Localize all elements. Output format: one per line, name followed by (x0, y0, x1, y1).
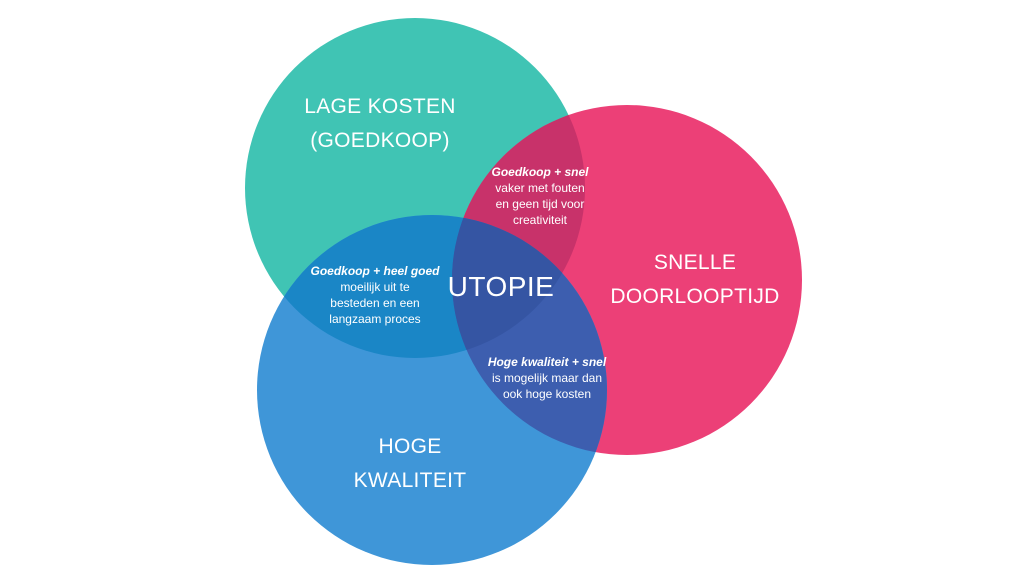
label-cost-line1: LAGE KOSTEN (304, 95, 456, 118)
label-cost-line2: (GOEDKOOP) (310, 129, 450, 152)
label-quality: HOGE KWALITEIT (354, 430, 467, 498)
label-quality-line2: KWALITEIT (353, 469, 467, 492)
label-quality-line1: HOGE (378, 435, 442, 458)
label-quality-speed-line2: ook hoge kosten (502, 387, 592, 401)
label-cost: LAGE KOSTEN (GOEDKOOP) (304, 90, 456, 158)
label-speed-line1: SNELLE (653, 251, 737, 274)
label-quality-speed: Hoge kwaliteit + snel is mogelijk maar d… (488, 354, 606, 402)
label-cost-speed-line2: en geen tijd voor (495, 197, 585, 211)
overlap-cost-speed (452, 105, 585, 358)
label-utopia: UTOPIE (447, 271, 555, 302)
label-cost-speed-line3: creativiteit (512, 213, 568, 227)
label-cost-quality-line3: langzaam proces (329, 312, 421, 326)
label-speed: SNELLE DOORLOOPTIJD (610, 246, 779, 314)
label-cost-quality-line2: besteden en een (330, 296, 420, 310)
overlap-quality-speed (452, 215, 607, 455)
label-cost-quality-line1: moeilijk uit te (340, 280, 410, 294)
label-cost-speed-line1: vaker met fouten (495, 181, 585, 195)
label-cost-speed: Goedkoop + snel vaker met fouten en geen… (491, 164, 588, 228)
label-cost-quality: Goedkoop + heel goed moeilijk uit te bes… (310, 263, 439, 327)
label-quality-speed-title: Hoge kwaliteit + snel (487, 355, 607, 369)
label-quality-speed-line1: is mogelijk maar dan (491, 371, 603, 385)
label-speed-line2: DOORLOOPTIJD (610, 285, 780, 308)
label-cost-speed-title: Goedkoop + snel (491, 165, 589, 179)
label-cost-quality-title: Goedkoop + heel goed (310, 264, 440, 278)
